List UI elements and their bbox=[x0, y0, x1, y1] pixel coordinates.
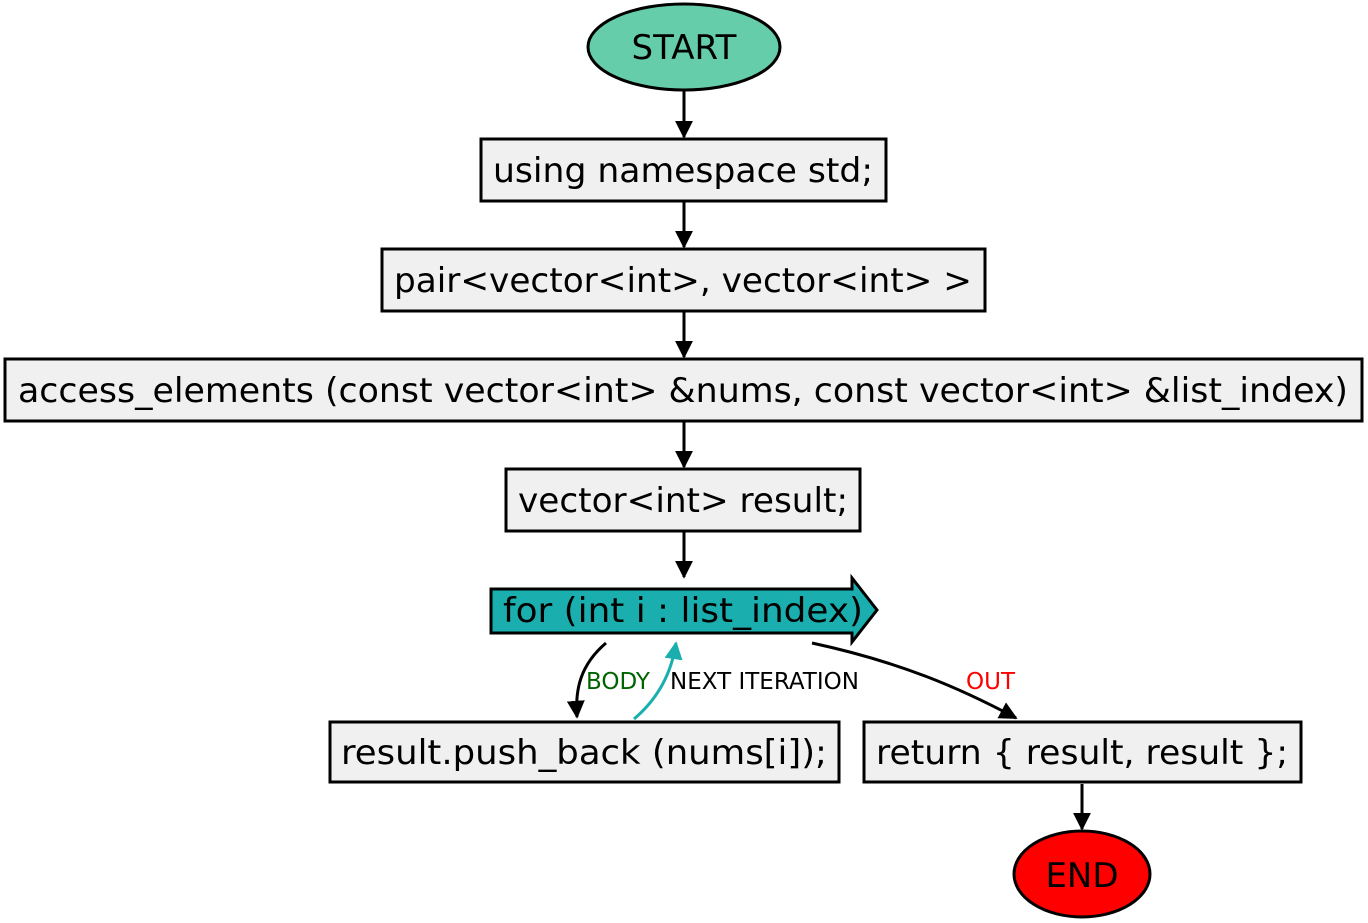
start-label: START bbox=[632, 28, 737, 68]
using-label: using namespace std; bbox=[493, 151, 873, 191]
loop-node bbox=[489, 573, 879, 647]
pair-node bbox=[380, 247, 987, 313]
push-label: result.push_back (nums[i]); bbox=[341, 733, 827, 773]
access-node bbox=[3, 357, 1364, 423]
edge-label-body: BODY bbox=[586, 669, 651, 695]
decl-node bbox=[504, 467, 862, 533]
access-label: access_elements (const vector<int> &nums… bbox=[18, 371, 1348, 411]
decl-label: vector<int> result; bbox=[518, 481, 848, 521]
using-node bbox=[479, 137, 888, 203]
push-node bbox=[328, 720, 841, 784]
edge-body bbox=[566, 641, 607, 719]
edge-label-out: OUT bbox=[966, 669, 1016, 695]
start-node bbox=[586, 2, 782, 92]
loop-label: for (int i : list_index) bbox=[503, 591, 863, 631]
return-node bbox=[862, 720, 1303, 784]
pair-label: pair<vector<int>, vector<int> > bbox=[394, 261, 972, 301]
edge-out bbox=[811, 641, 1018, 720]
end-label: END bbox=[1045, 856, 1118, 896]
edge-next-iteration bbox=[633, 641, 683, 721]
return-label: return { result, result }; bbox=[876, 733, 1288, 773]
edge-label-next-iteration: NEXT ITERATION bbox=[670, 669, 859, 695]
end-node bbox=[1012, 829, 1152, 919]
